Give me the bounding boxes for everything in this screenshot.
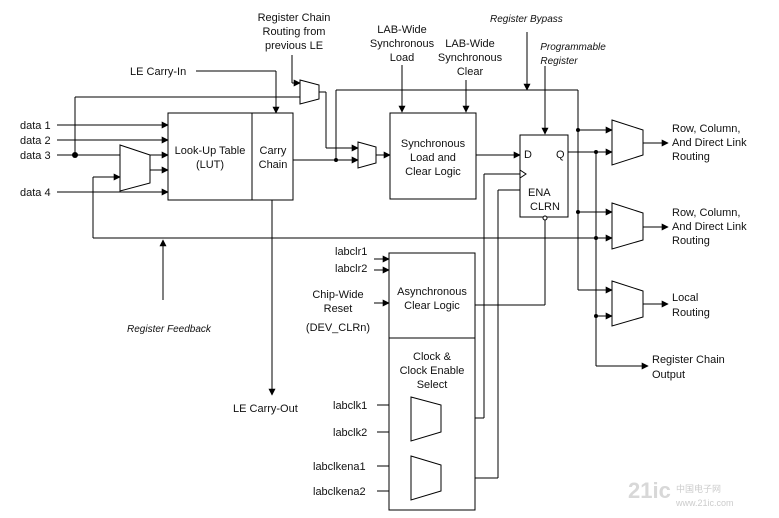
register-bypass-label: Register Bypass [490,14,563,25]
register-clrn-label: CLRN [530,201,560,213]
clock-triangle-icon [519,169,527,179]
row-col-1-label-3: Routing [672,151,710,163]
output-mux-1 [611,119,644,166]
clock-select-label-3: Select [417,379,448,391]
sync-logic-label-2: Load and [410,152,456,164]
labclkena1-label: labclkena1 [313,461,366,473]
programmable-register-label-1: Programmable [540,42,606,53]
chip-reset-label-3: (DEV_CLRn) [306,322,370,334]
output-mux-2 [611,202,644,250]
clock-select-label-1: Clock & [413,351,452,363]
watermark-logo-text: 21ic [628,478,671,503]
sync-load-label-1: LAB-Wide [377,24,427,36]
carry-label-1: Carry [260,145,287,157]
register-block [519,134,569,218]
sync-load-label-3: Load [390,52,414,64]
row-col-2-label-1: Row, Column, [672,207,740,219]
clock-mux [410,396,442,442]
chip-reset-label-2: Reset [324,303,353,315]
carry-out-label: LE Carry-Out [233,403,298,415]
reg-chain-mux [299,79,320,105]
data3-label: data 3 [20,150,51,162]
local-routing-label-1: Local [672,292,698,304]
sync-logic-label-1: Synchronous [401,138,466,150]
watermark-logo: 21ic 中国电子网 www.21ic.com [628,478,734,508]
carry-chain-block [251,112,294,201]
wires [57,32,669,495]
labclk2-label: labclk2 [333,427,367,439]
register-ena-label: ENA [528,187,551,199]
data2-label: data 2 [20,135,51,147]
data1-label: data 1 [20,120,51,132]
sync-clear-label-1: LAB-Wide [445,38,495,50]
register-feedback-label: Register Feedback [127,324,212,335]
lut-block [167,112,253,201]
lut-output-mux [357,141,377,169]
chip-reset-label-1: Chip-Wide [312,289,363,301]
labclkena2-label: labclkena2 [313,486,366,498]
async-clear-block [388,252,476,339]
labclr1-label: labclr1 [335,246,367,258]
row-col-2-label-3: Routing [672,235,710,247]
reg-chain-in-label-2: Routing from [263,26,326,38]
carry-in-label: LE Carry-In [130,66,186,78]
sync-logic-block [389,112,477,200]
async-logic-label-2: Clear Logic [404,300,460,312]
reg-chain-in-label-3: previous LE [265,40,323,52]
row-col-1-label-1: Row, Column, [672,123,740,135]
programmable-register-label-2: Register [540,56,578,67]
carry-label-2: Chain [259,159,288,171]
watermark-cn-text: 中国电子网 [676,483,721,494]
reg-chain-out-label-2: Output [652,369,685,381]
output-mux-local [611,280,644,327]
sync-clear-label-3: Clear [457,66,484,78]
lut-label-1: Look-Up Table [175,145,246,157]
junction-dots [72,128,598,318]
reg-chain-in-label-1: Register Chain [258,12,331,24]
register-q-label: Q [556,149,565,161]
watermark-url-text: www.21ic.com [675,498,734,508]
row-col-1-label-2: And Direct Link [672,137,747,149]
clock-select-label-2: Clock Enable [400,365,465,377]
data-input-mux [119,144,151,192]
local-routing-label-2: Routing [672,307,710,319]
labclk1-label: labclk1 [333,400,367,412]
reg-chain-out-label-1: Register Chain [652,354,725,366]
data4-label: data 4 [20,187,51,199]
async-logic-label-1: Asynchronous [397,286,467,298]
sync-load-label-2: Synchronous [370,38,435,50]
register-d-label: D [524,149,532,161]
row-col-2-label-2: And Direct Link [672,221,747,233]
clrn-bubble [542,215,548,221]
labclr2-label: labclr2 [335,263,367,275]
clock-enable-mux [410,455,442,501]
sync-logic-label-3: Clear Logic [405,166,461,178]
sync-clear-label-2: Synchronous [438,52,503,64]
lut-label-2: (LUT) [196,159,224,171]
